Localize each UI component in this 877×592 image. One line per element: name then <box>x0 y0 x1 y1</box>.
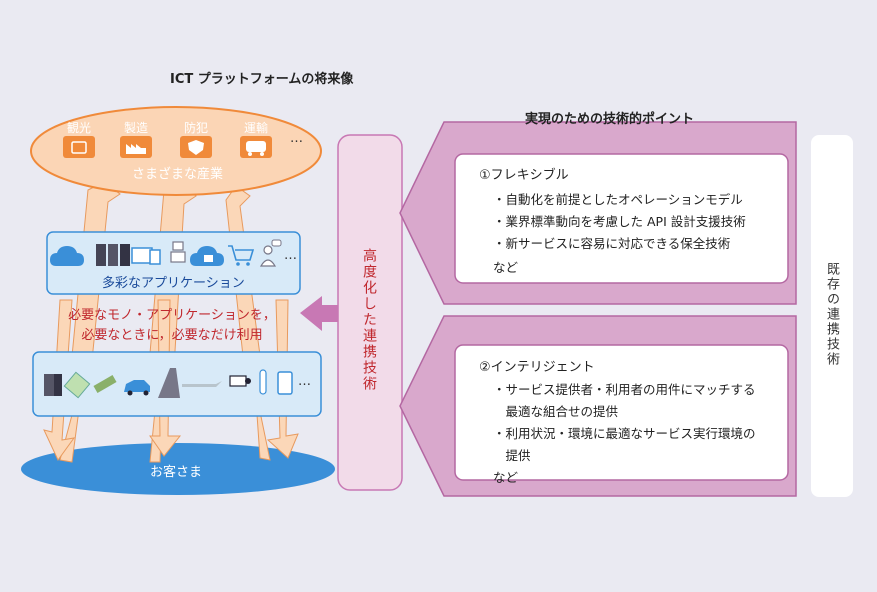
center-bar <box>337 134 403 491</box>
chip-icon <box>63 371 91 399</box>
panel-intelligent-heading: ②インテリジェント <box>479 360 595 375</box>
server-icon <box>96 244 106 266</box>
industry-label-tourism: 観光 <box>66 121 91 135</box>
panel-flexible-heading: ①フレキシブル <box>479 168 569 183</box>
flexible-etc: など <box>493 260 519 275</box>
devices-icon <box>131 247 153 264</box>
industry-icons <box>63 136 272 158</box>
cloud-icon <box>50 246 84 266</box>
industry-label-manufacturing: 製造 <box>123 121 148 135</box>
existing-label: 既存の連携技術 <box>824 262 839 367</box>
smartphone-icon <box>277 371 293 395</box>
intelligent-item-2-line-2: 提供 <box>493 448 531 463</box>
panel-flexible: ①フレキシブル ・自動化を前提としたオペレーションモデル ・業界標準動向を考慮し… <box>479 164 746 276</box>
flexible-item-2: ・業界標準動向を考慮した API 設計支援技術 <box>493 214 746 229</box>
things-more: … <box>298 374 311 389</box>
left-arrow <box>300 296 338 331</box>
center-label: 高度化した連携技術 <box>361 248 377 392</box>
app-icons <box>50 239 282 267</box>
person-icon <box>263 245 273 255</box>
tagline-line-2: 必要なときに，必要なだけ利用 <box>81 328 263 343</box>
industry-caption: さまざまな産業 <box>132 167 224 182</box>
camera-icon <box>229 375 247 387</box>
panel-flexible-box <box>454 153 789 284</box>
intelligent-item-1-line-1: ・サービス提供者・利用者の用件にマッチする <box>493 382 756 397</box>
intelligent-item-2-line-1: ・利用状況・環境に最適なサービス実行環境の <box>493 426 756 441</box>
thing-icons <box>44 368 293 399</box>
car-icon <box>124 380 150 392</box>
intelligent-etc: など <box>493 470 519 485</box>
cart-icon <box>228 245 255 261</box>
apps-caption: 多彩なアプリケーション <box>102 276 245 291</box>
airplane-icon <box>182 381 222 387</box>
customers-label: お客さま <box>150 465 203 480</box>
industry-label-security: 防犯 <box>183 121 208 135</box>
thermometer-icon <box>259 369 267 395</box>
flexible-item-1: ・自動化を前提としたオペレーションモデル <box>493 192 743 207</box>
tourism-icon <box>63 136 95 158</box>
flexible-item-3: ・新サービスに容易に対応できる保全技術 <box>493 236 731 251</box>
left-title: ICT プラットフォームの将来像 <box>170 72 354 87</box>
industry-more: … <box>290 131 303 146</box>
customer-ellipse <box>21 443 335 495</box>
robot-icon <box>172 241 184 251</box>
tagline: 必要なモノ・アプリケーションを， 必要なときに，必要なだけ利用 <box>62 306 282 346</box>
right-title: 実現のための技術的ポイント <box>525 112 695 127</box>
industry-ellipse <box>30 106 322 196</box>
road-icon <box>158 368 180 398</box>
server-icon <box>44 374 54 396</box>
apps-more: … <box>284 248 297 263</box>
memory-icon <box>93 375 117 393</box>
industry-label-transport: 運輸 <box>243 121 268 135</box>
tagline-line-1: 必要なモノ・アプリケーションを， <box>68 308 276 323</box>
panel-intelligent: ②インテリジェント ・サービス提供者・利用者の用件にマッチする 最適な組合せの提… <box>479 356 756 486</box>
existing-bar <box>811 135 853 497</box>
panel-intelligent-box <box>454 344 789 481</box>
intelligent-item-1-line-2: 最適な組合せの提供 <box>493 404 619 419</box>
